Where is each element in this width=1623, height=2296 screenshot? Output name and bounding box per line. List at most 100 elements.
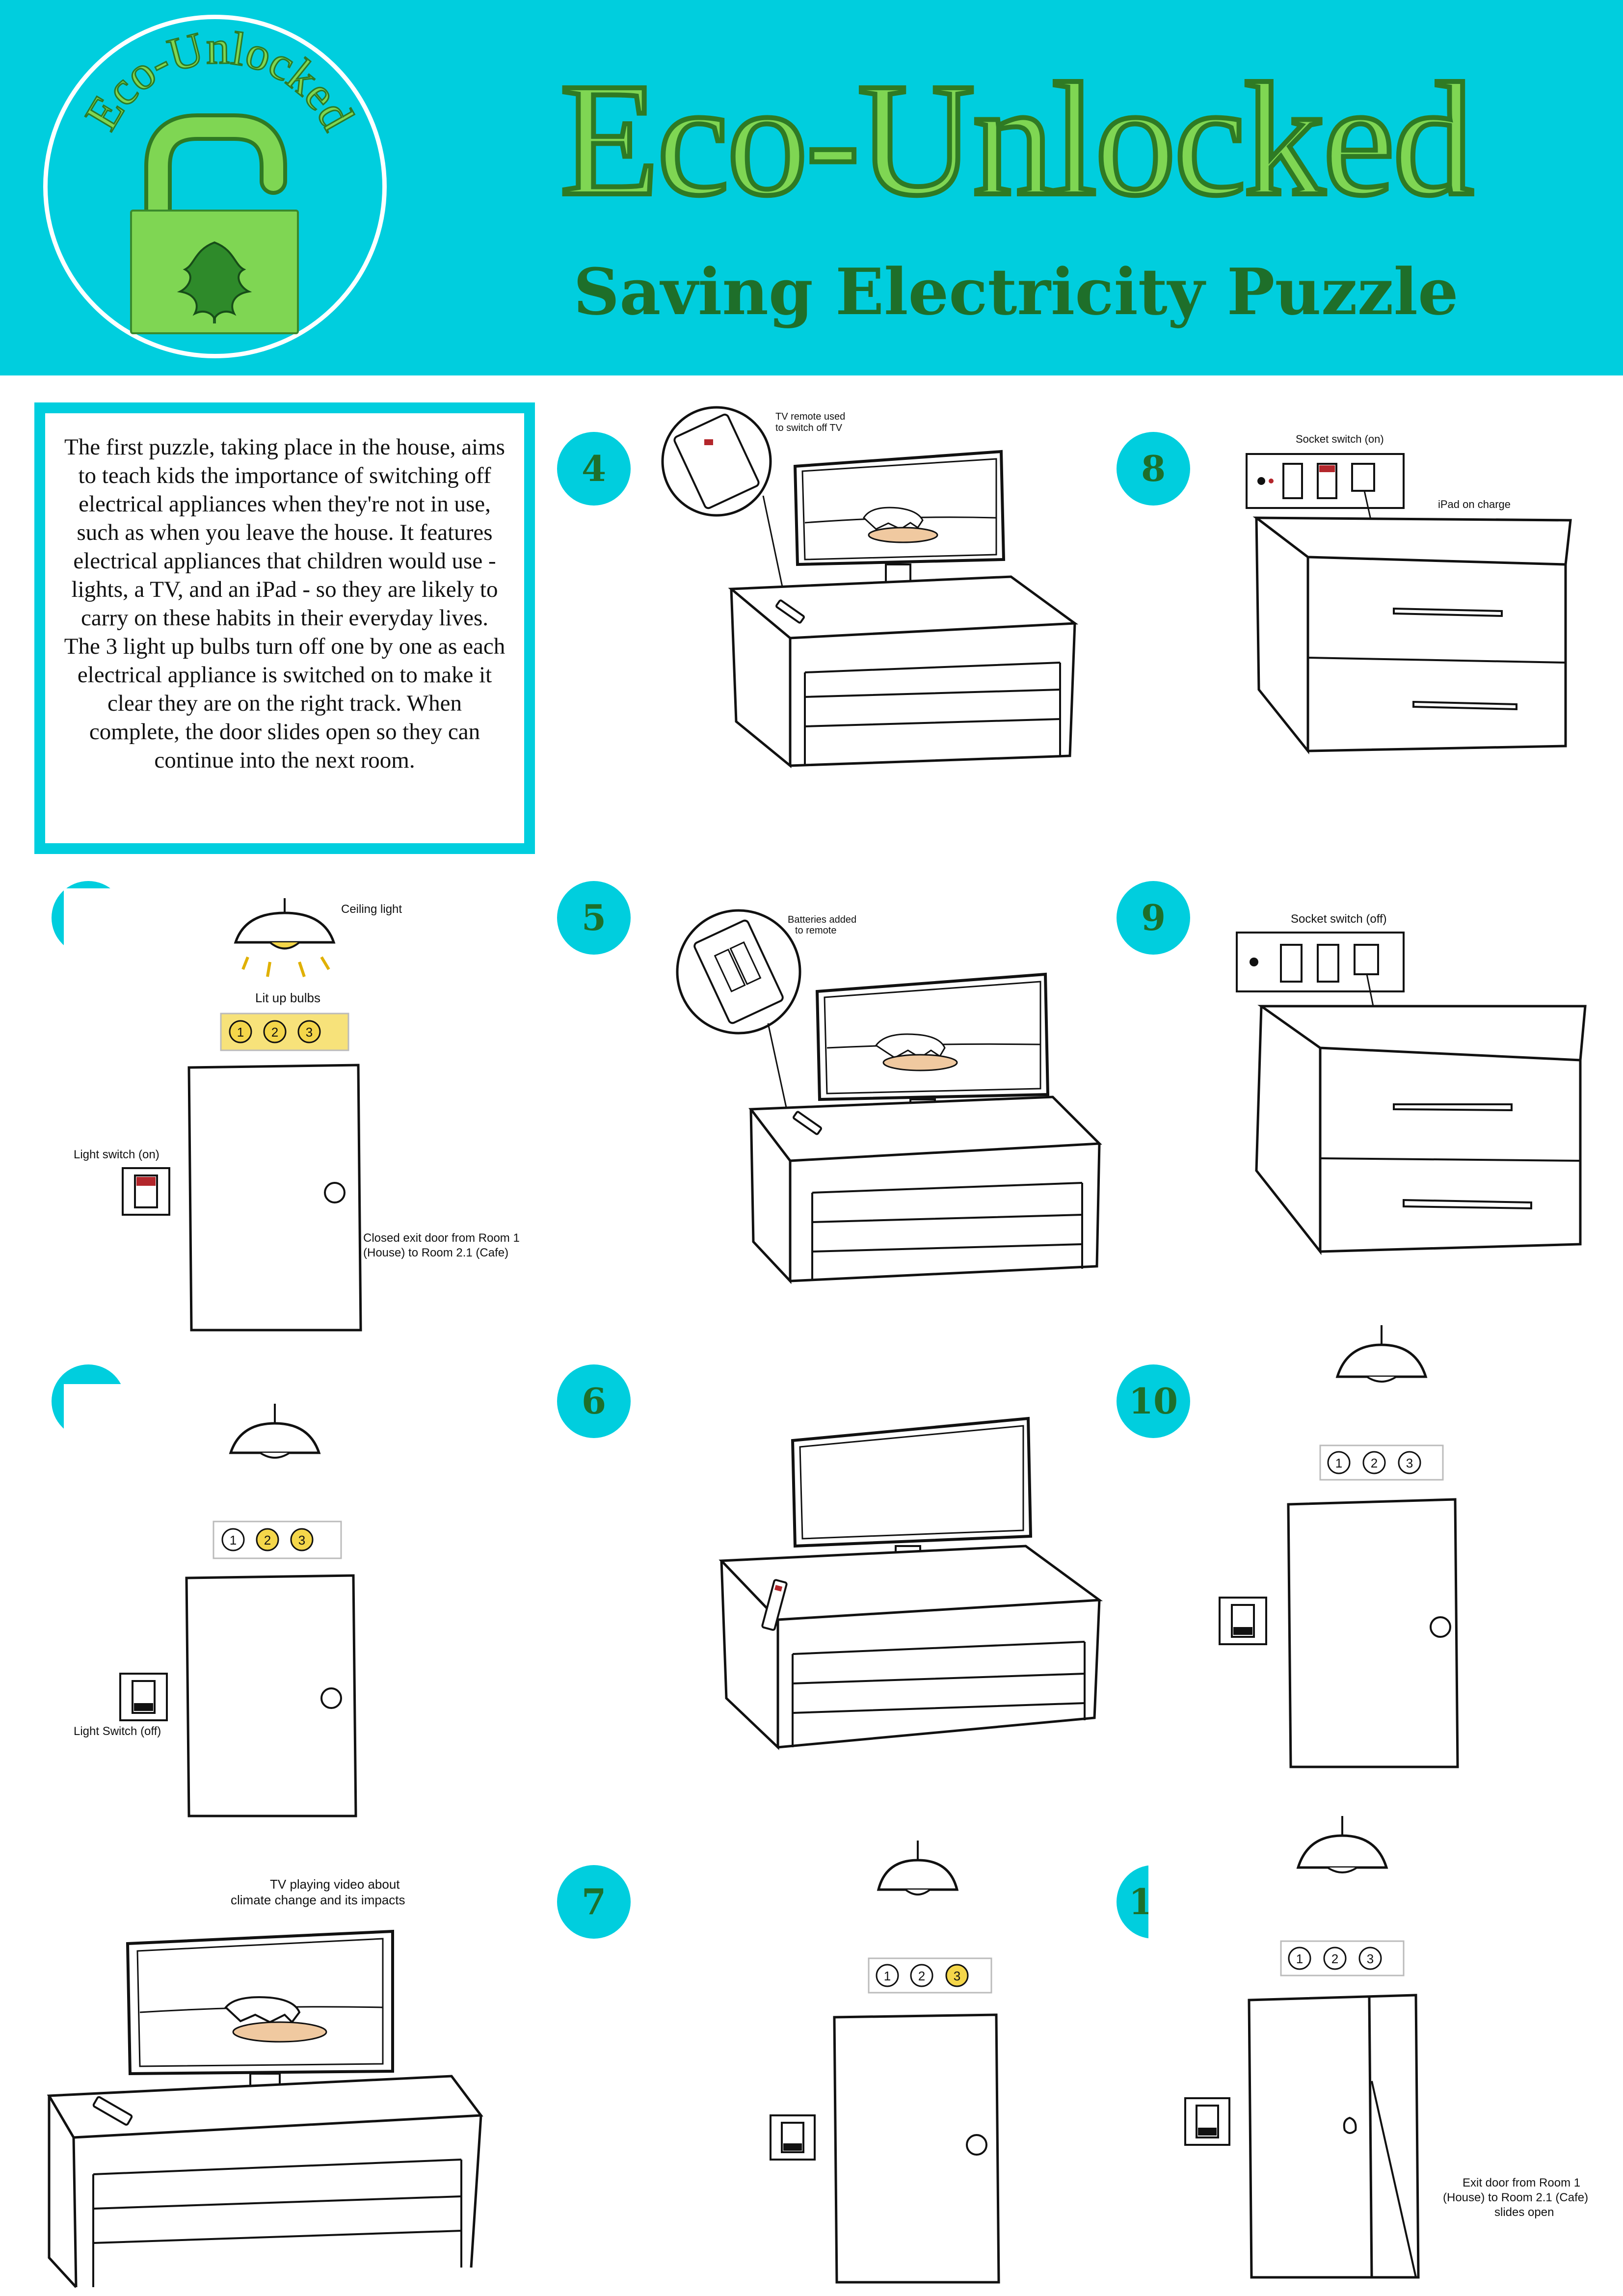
light-switch-off-icon bbox=[1184, 2097, 1230, 2146]
door bbox=[187, 1064, 362, 1332]
polar-bear-icon bbox=[863, 507, 924, 530]
label-light-switch-off: Light Switch (off) bbox=[74, 1725, 161, 1738]
ceiling-light-icon bbox=[877, 1841, 959, 1896]
label-exit-door-1: Exit door from Room 1 bbox=[1463, 2176, 1580, 2189]
bulb-1-number: 1 bbox=[1335, 1456, 1342, 1470]
bulb-1-number: 1 bbox=[237, 1025, 244, 1040]
bulb-panel: 1 2 3 bbox=[1280, 1940, 1405, 1976]
label-closed-door-2: (House) to Room 2.1 (Cafe) bbox=[363, 1246, 508, 1259]
bulb-3-number: 3 bbox=[1406, 1456, 1413, 1470]
door bbox=[185, 1574, 357, 1817]
label-tv-remote-1: TV remote used bbox=[775, 411, 845, 422]
ceiling-light-icon bbox=[1296, 1816, 1388, 1873]
label-ceiling-light: Ceiling light bbox=[341, 903, 402, 916]
bulb-2-icon bbox=[256, 1528, 279, 1551]
bulb-2-number: 2 bbox=[1331, 1951, 1338, 1966]
panel-step-3: TV playing video about climate change an… bbox=[39, 1865, 530, 2292]
door-handle-icon bbox=[966, 2134, 987, 2156]
bulb-3-number: 3 bbox=[306, 1025, 313, 1040]
intro-box: The first puzzle, taking place in the ho… bbox=[34, 402, 535, 854]
bulb-1-icon bbox=[221, 1528, 245, 1551]
tv-remote-icon bbox=[761, 1579, 788, 1631]
label-tv-remote-2: to switch off TV bbox=[775, 423, 843, 433]
bulb-3-icon bbox=[1358, 1947, 1382, 1970]
step-badge-8: 8 bbox=[1117, 432, 1190, 506]
ceiling-light-icon bbox=[234, 898, 336, 977]
bulb-3-number: 3 bbox=[1367, 1951, 1374, 1966]
bulb-1-number: 1 bbox=[230, 1533, 237, 1548]
bulb-2-icon bbox=[910, 1964, 933, 1987]
bulb-2-number: 2 bbox=[271, 1025, 278, 1040]
bulb-3-icon bbox=[297, 1020, 321, 1043]
page-title: Eco-Unlocked bbox=[558, 50, 1476, 229]
light-switch-on-icon bbox=[122, 1167, 170, 1216]
bulb-3-number: 3 bbox=[298, 1533, 305, 1548]
zoom-circle bbox=[676, 909, 801, 1035]
page-subtitle: Saving Electricity Puzzle bbox=[573, 254, 1459, 329]
chest-of-drawers bbox=[1255, 1005, 1587, 1255]
panel-step-10: 1 2 3 bbox=[1207, 1315, 1600, 1787]
bulb-panel: 1 2 3 bbox=[220, 1013, 349, 1051]
bulb-2-number: 2 bbox=[264, 1533, 271, 1548]
light-switch-off-icon bbox=[1219, 1597, 1267, 1645]
panel-step-11: 1 2 3 Exit door from Room 1 (House) to R… bbox=[1148, 1806, 1615, 2287]
door-handle-icon bbox=[324, 1182, 346, 1203]
bulb-1-icon bbox=[1288, 1947, 1311, 1970]
step-badge-9: 9 bbox=[1117, 881, 1190, 955]
polar-bear-icon bbox=[224, 1996, 301, 2024]
panel-step-5: Batteries added to remote bbox=[675, 903, 1107, 1291]
bulb-3-icon bbox=[945, 1964, 969, 1987]
label-closed-door-1: Closed exit door from Room 1 bbox=[363, 1231, 520, 1245]
bulb-panel: 1 2 3 bbox=[868, 1957, 992, 1994]
tv-remote-icon bbox=[793, 1111, 822, 1135]
bulb-panel: 1 2 3 bbox=[213, 1521, 342, 1559]
tv-remote-icon bbox=[775, 599, 805, 624]
step-badge-6: 6 bbox=[557, 1364, 631, 1438]
panel-step-1: Ceiling light Lit up bulbs 1 2 3 Light s… bbox=[64, 888, 545, 1335]
panel-step-4: TV remote used to switch off TV bbox=[658, 402, 1099, 775]
door bbox=[833, 2013, 1000, 2284]
door-handle-icon bbox=[320, 1687, 342, 1709]
eco-unlocked-logo: Eco-Unlocked bbox=[43, 15, 387, 358]
label-batteries-1: Batteries added bbox=[788, 914, 856, 925]
bulb-3-number: 3 bbox=[954, 1969, 960, 1983]
leaf-icon bbox=[177, 241, 252, 323]
label-exit-door-2: (House) to Room 2.1 (Cafe) bbox=[1443, 2191, 1588, 2204]
label-light-switch-on: Light switch (on) bbox=[74, 1148, 160, 1161]
header-banner: Eco-Unlocked Eco-Unlocked Saving Electri… bbox=[0, 0, 1623, 375]
bulb-1-icon bbox=[1327, 1451, 1351, 1474]
bulb-2-icon bbox=[263, 1020, 287, 1043]
panel-step-6 bbox=[707, 1414, 1114, 1767]
bulb-1-icon bbox=[229, 1020, 252, 1043]
step-badge-4: 4 bbox=[557, 432, 631, 506]
bulb-1-number: 1 bbox=[884, 1969, 891, 1983]
socket-switch-on-icon bbox=[1246, 453, 1405, 509]
tv-stand bbox=[728, 575, 1079, 769]
tv-remote-icon bbox=[92, 2096, 133, 2126]
label-batteries-2: to remote bbox=[795, 925, 836, 936]
tv-stand bbox=[47, 2075, 483, 2288]
sliding-door bbox=[1248, 1994, 1420, 2279]
door-handle-icon bbox=[1343, 2116, 1357, 2134]
label-socket-off: Socket switch (off) bbox=[1291, 912, 1387, 926]
ceiling-light-icon bbox=[1335, 1325, 1428, 1383]
step-badge-10: 10 bbox=[1117, 1364, 1190, 1438]
label-tv-playing-2: climate change and its impacts bbox=[231, 1893, 405, 1907]
bulb-2-number: 2 bbox=[918, 1969, 925, 1983]
chest-of-drawers bbox=[1252, 516, 1572, 755]
panel-step-9: Socket switch (off) bbox=[1197, 908, 1595, 1261]
label-exit-door-3: slides open bbox=[1494, 2206, 1554, 2219]
label-socket-on: Socket switch (on) bbox=[1296, 433, 1384, 445]
light-switch-off-icon bbox=[770, 2114, 816, 2161]
socket-switch-off-icon bbox=[1236, 932, 1405, 992]
ceiling-light-icon bbox=[229, 1404, 321, 1459]
bulb-panel: 1 2 3 bbox=[1319, 1444, 1444, 1481]
panel-step-8: Socket switch (on) iPad on charge bbox=[1227, 427, 1600, 771]
bulb-3-icon bbox=[290, 1528, 314, 1551]
zoom-circle bbox=[661, 406, 772, 517]
label-tv-playing-1: TV playing video about bbox=[270, 1877, 400, 1892]
bulb-2-icon bbox=[1323, 1947, 1347, 1970]
light-switch-off-icon bbox=[119, 1673, 168, 1721]
bulb-2-number: 2 bbox=[1371, 1456, 1378, 1470]
panel-step-2: 1 2 3 Light Switch (off) bbox=[64, 1384, 496, 1826]
